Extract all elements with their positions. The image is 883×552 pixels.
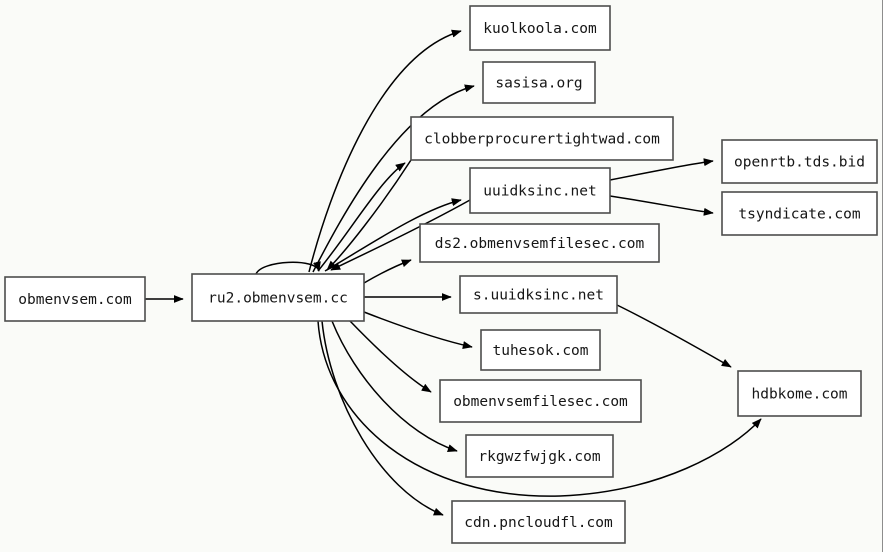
node-layer: obmenvsem.com ru2.obmenvsem.cc kuolkoola.c… [4, 5, 878, 544]
node-box[interactable] [469, 167, 611, 214]
graph-node[interactable]: sasisa.org [482, 61, 596, 104]
graph-edge [312, 84, 475, 273]
node-label: tsyndicate.com [738, 207, 860, 223]
graph-node[interactable]: tsyndicate.com [721, 191, 878, 236]
node-box[interactable] [419, 223, 660, 263]
graph-node[interactable]: hdbkome.com [737, 370, 862, 417]
node-label: cdn.pncloudfl.com [464, 515, 613, 531]
graph-edge [609, 195, 714, 216]
graph-node[interactable]: openrtb.tds.bid [721, 139, 878, 184]
graph-edge [321, 320, 444, 516]
node-box[interactable] [459, 275, 618, 314]
node-label: uuidksinc.net [483, 184, 597, 200]
node-label: kuolkoola.com [483, 21, 597, 37]
node-box[interactable] [439, 379, 642, 423]
node-box[interactable] [4, 276, 146, 322]
graph-edge [363, 311, 473, 349]
node-box[interactable] [469, 5, 611, 51]
graph-node[interactable]: tuhesok.com [480, 329, 601, 371]
graph-edge [324, 198, 462, 272]
node-box[interactable] [480, 329, 601, 371]
graph-node[interactable]: ru2.obmenvsem.cc [191, 273, 365, 322]
node-label: rkgwzfwjgk.com [478, 449, 600, 465]
node-label: clobberprocurertightwad.com [424, 132, 660, 148]
node-label: sasisa.org [495, 76, 582, 92]
graph-edge [331, 320, 458, 452]
graph-edge [255, 261, 321, 275]
node-box[interactable] [482, 61, 596, 104]
graph-node[interactable]: s.uuidksinc.net [459, 275, 618, 314]
graph-edge [317, 320, 762, 497]
node-box[interactable] [737, 370, 862, 417]
graph-edge [317, 162, 406, 272]
graph-node[interactable]: ds2.obmenvsemfilesec.com [419, 223, 660, 263]
node-label: ds2.obmenvsemfilesec.com [435, 236, 645, 252]
graph-edge [616, 304, 732, 368]
node-box[interactable] [721, 191, 878, 236]
graph-node[interactable]: obmenvsemfilesec.com [439, 379, 642, 423]
node-label: s.uuidksinc.net [473, 288, 604, 304]
node-box[interactable] [721, 139, 878, 184]
node-label: ru2.obmenvsem.cc [208, 291, 348, 307]
graph-node[interactable]: rkgwzfwjgk.com [465, 434, 614, 478]
graph-node[interactable]: obmenvsem.com [4, 276, 146, 322]
node-box[interactable] [451, 500, 626, 544]
graph-edge [308, 29, 462, 273]
graph-node[interactable]: uuidksinc.net [469, 167, 611, 214]
node-box[interactable] [410, 116, 674, 161]
node-box[interactable] [191, 273, 365, 322]
node-label: tuhesok.com [492, 343, 588, 359]
graph-node[interactable]: cdn.pncloudfl.com [451, 500, 626, 544]
graph-edge [609, 158, 714, 181]
graph-node[interactable]: kuolkoola.com [469, 5, 611, 51]
graph-edge [349, 320, 432, 393]
node-label: openrtb.tds.bid [734, 155, 865, 171]
node-label: obmenvsemfilesec.com [453, 394, 628, 410]
graph-edge [363, 259, 412, 284]
node-label: obmenvsem.com [18, 292, 132, 308]
graph-node[interactable]: clobberprocurertightwad.com [410, 116, 674, 161]
node-box[interactable] [465, 434, 614, 478]
edge-layer [145, 29, 762, 516]
graph-edge [330, 199, 471, 271]
node-label: hdbkome.com [751, 387, 847, 403]
